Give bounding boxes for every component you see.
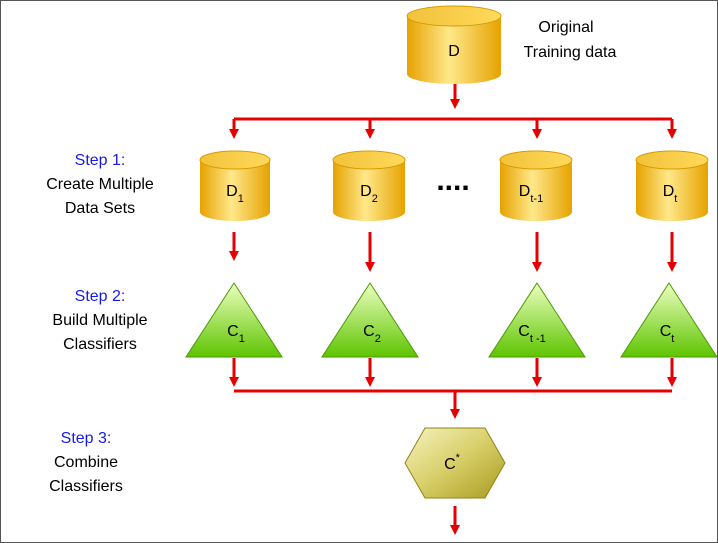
svg-text:Dt-1: Dt-1: [519, 183, 543, 205]
classifier-label: C: [660, 323, 672, 340]
ellipsis: ....: [436, 164, 469, 197]
svg-text:D2: D2: [360, 183, 378, 205]
step-1-title: Step 1:: [75, 152, 126, 169]
step-3-label: Step 3: Combine Classifiers: [49, 430, 123, 495]
classifier-subscript: t: [671, 333, 674, 345]
svg-text:Ct: Ct: [660, 323, 675, 345]
step-3-line1: Combine: [54, 454, 118, 471]
classifier-triangle: C1: [185, 282, 283, 358]
dataset-label: D: [360, 183, 372, 200]
step-3-line2: Classifiers: [49, 478, 123, 495]
combined-classifier-hexagon: C*: [404, 427, 506, 499]
connector-lines: [229, 84, 677, 535]
combined-classifier-label: C: [444, 456, 456, 473]
dataset-subscript: 2: [372, 193, 378, 205]
classifier-subscript: 1: [239, 333, 245, 345]
dataset-subscript: t: [674, 193, 677, 205]
original-data-cylinder: D: [406, 5, 502, 84]
classifier-triangle: Ct: [620, 282, 718, 358]
dataset-subscript: t-1: [530, 193, 543, 205]
classifier-label: C: [227, 323, 239, 340]
svg-text:C*: C*: [444, 452, 461, 473]
classifier-subscript: t -1: [530, 333, 546, 345]
classifier-triangle: Ct -1: [488, 282, 586, 358]
classifier-triangle: C2: [321, 282, 419, 358]
step-2-title: Step 2:: [75, 288, 126, 305]
dataset-label: D: [663, 183, 675, 200]
original-caption-line1: Original: [538, 19, 593, 36]
step-2-line1: Build Multiple: [52, 312, 147, 329]
dataset-subscript: 1: [238, 193, 244, 205]
svg-text:C1: C1: [227, 323, 245, 345]
dataset-cylinder: D2: [332, 150, 406, 221]
step-1-line2: Data Sets: [65, 200, 135, 217]
classifier-subscript: 2: [375, 333, 381, 345]
step-2-line2: Classifiers: [63, 336, 137, 353]
combined-classifier-superscript: *: [456, 452, 461, 464]
svg-text:C2: C2: [363, 323, 381, 345]
step-3-title: Step 3:: [61, 430, 112, 447]
svg-text:Dt: Dt: [663, 183, 678, 205]
dataset-cylinder: Dt: [635, 150, 709, 221]
original-caption-line2: Training data: [524, 44, 617, 61]
dataset-label: D: [519, 183, 531, 200]
dataset-cylinder: Dt-1: [499, 150, 573, 221]
original-data-label: D: [448, 43, 460, 60]
classifier-label: C: [518, 323, 530, 340]
svg-text:D1: D1: [226, 183, 244, 205]
classifier-label: C: [363, 323, 375, 340]
dataset-label: D: [226, 183, 238, 200]
step-1-line1: Create Multiple: [46, 176, 154, 193]
dataset-cylinder: D1: [199, 150, 271, 221]
step-1-label: Step 1: Create Multiple Data Sets: [46, 152, 154, 217]
svg-text:Ct -1: Ct -1: [518, 323, 545, 345]
step-2-label: Step 2: Build Multiple Classifiers: [52, 288, 147, 353]
